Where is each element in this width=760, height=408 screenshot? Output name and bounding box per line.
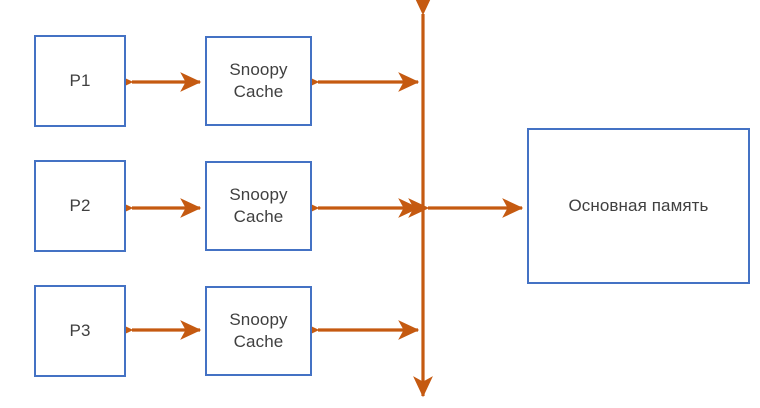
snoopy-cache-label-2: Snoopy Cache [229, 185, 288, 226]
processor-label-p1: P1 [69, 71, 91, 90]
processor-box-p3[interactable]: P3 [34, 285, 126, 377]
processor-box-p2[interactable]: P2 [34, 160, 126, 252]
main-memory-label: Основная память [568, 196, 709, 215]
processor-box-p1[interactable]: P1 [34, 35, 126, 127]
snoopy-cache-label-3: Snoopy Cache [229, 310, 288, 351]
main-memory-box[interactable]: Основная память [527, 128, 750, 284]
processor-label-p2: P2 [69, 196, 91, 215]
snoopy-cache-label-1: Snoopy Cache [229, 60, 288, 101]
snoopy-cache-box-3[interactable]: Snoopy Cache [205, 286, 312, 376]
processor-label-p3: P3 [69, 321, 91, 340]
snoopy-cache-box-2[interactable]: Snoopy Cache [205, 161, 312, 251]
snoopy-cache-box-1[interactable]: Snoopy Cache [205, 36, 312, 126]
